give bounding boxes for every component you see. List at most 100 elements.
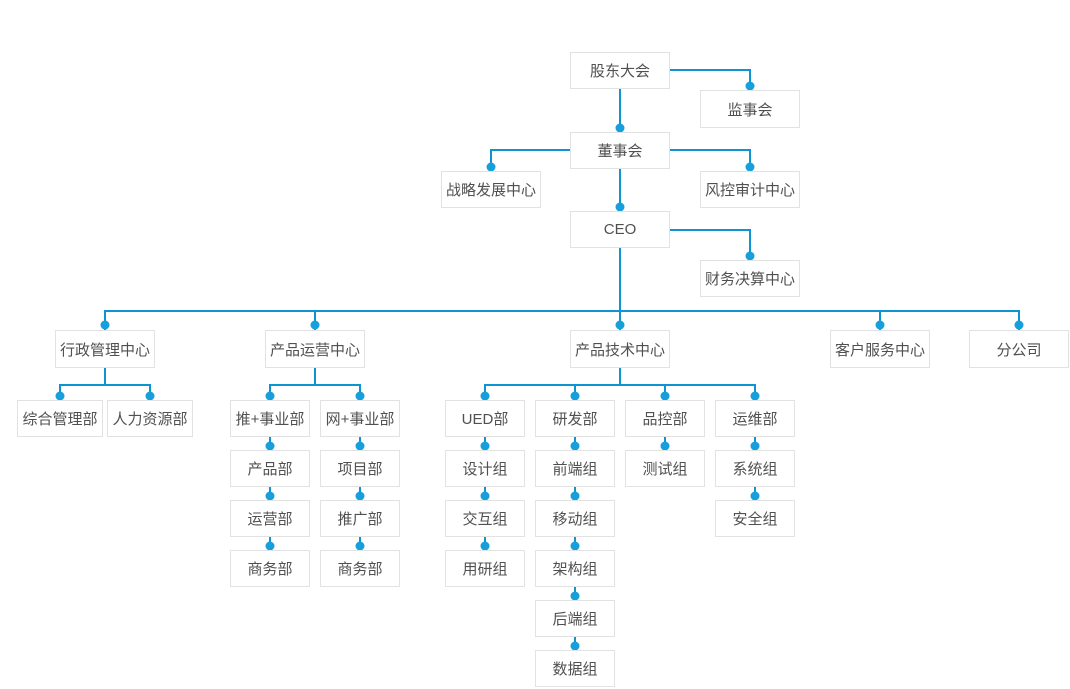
- org-node-design-group[interactable]: 设计组: [445, 450, 525, 487]
- org-node-promotion-dept[interactable]: 推广部: [320, 500, 400, 537]
- org-node-qc-dept[interactable]: 品控部: [625, 400, 705, 437]
- org-node-label: 网+事业部: [325, 411, 395, 428]
- org-node-label: 运维部: [732, 411, 778, 428]
- org-node-tech-center[interactable]: 产品技术中心: [570, 330, 670, 368]
- org-connector-dot: [615, 202, 625, 212]
- org-connector-dot: [750, 491, 760, 501]
- org-node-ceo[interactable]: CEO: [570, 211, 670, 248]
- org-node-risk-audit[interactable]: 风控审计中心: [700, 171, 800, 208]
- org-node-branch[interactable]: 分公司: [969, 330, 1069, 368]
- org-node-label: 用研组: [462, 561, 508, 578]
- org-node-shareholders[interactable]: 股东大会: [570, 52, 670, 89]
- org-node-product-dept[interactable]: 产品部: [230, 450, 310, 487]
- org-node-label: 商务部: [337, 561, 383, 578]
- org-connector-dot: [486, 162, 496, 172]
- org-connector-line: [670, 69, 751, 90]
- org-node-label: 财务决算中心: [704, 271, 795, 288]
- org-node-testing-group[interactable]: 测试组: [625, 450, 705, 487]
- org-node-label: 系统组: [732, 461, 778, 478]
- org-node-label: 后端组: [552, 611, 598, 628]
- org-node-project-dept[interactable]: 项目部: [320, 450, 400, 487]
- org-connector-dot: [745, 251, 755, 261]
- org-node-supervisory[interactable]: 监事会: [700, 90, 800, 128]
- org-connector-dot: [750, 441, 760, 451]
- org-node-label: 研发部: [552, 411, 598, 428]
- org-connector-dot: [310, 320, 320, 330]
- org-node-wang-division[interactable]: 网+事业部: [320, 400, 400, 437]
- org-node-board[interactable]: 董事会: [570, 132, 670, 169]
- org-node-label: 产品技术中心: [574, 341, 665, 359]
- org-connector-dot: [265, 441, 275, 451]
- org-connector-line: [620, 310, 1020, 330]
- org-node-mobile-group[interactable]: 移动组: [535, 500, 615, 537]
- org-node-label: 推+事业部: [235, 411, 305, 428]
- org-node-arch-group[interactable]: 架构组: [535, 550, 615, 587]
- org-node-label: 测试组: [642, 461, 688, 478]
- org-node-ued-dept[interactable]: UED部: [445, 400, 525, 437]
- org-node-service-center[interactable]: 客户服务中心: [830, 330, 930, 368]
- org-node-system-group[interactable]: 系统组: [715, 450, 795, 487]
- org-connector-dot: [570, 391, 580, 401]
- org-node-general-mgmt[interactable]: 综合管理部: [17, 400, 103, 437]
- org-node-business-dept-1[interactable]: 商务部: [230, 550, 310, 587]
- org-node-label: 架构组: [552, 561, 598, 578]
- org-node-label: 董事会: [597, 143, 643, 160]
- org-connector-dot: [660, 391, 670, 401]
- org-node-label: 前端组: [552, 461, 598, 478]
- org-node-om-dept[interactable]: 运维部: [715, 400, 795, 437]
- org-node-label: 股东大会: [589, 63, 650, 80]
- org-connector-dot: [745, 81, 755, 91]
- org-node-finance[interactable]: 财务决算中心: [700, 260, 800, 297]
- org-node-label: 商务部: [247, 561, 293, 578]
- org-node-label: 数据组: [552, 661, 598, 678]
- org-connector-dot: [660, 441, 670, 451]
- org-node-label: 风控审计中心: [704, 182, 795, 199]
- org-node-label: 行政管理中心: [59, 341, 150, 359]
- org-node-frontend-group[interactable]: 前端组: [535, 450, 615, 487]
- org-connector-dot: [615, 123, 625, 133]
- org-node-label: 安全组: [732, 511, 778, 528]
- org-connector-dot: [100, 320, 110, 330]
- org-node-admin-center[interactable]: 行政管理中心: [55, 330, 155, 368]
- org-node-label: 移动组: [552, 511, 598, 528]
- org-node-label: 产品运营中心: [269, 341, 360, 359]
- org-connector-line: [620, 384, 756, 400]
- org-connector-dot: [570, 641, 580, 651]
- org-node-security-group[interactable]: 安全组: [715, 500, 795, 537]
- org-connector-dot: [480, 541, 490, 551]
- org-node-label: 客户服务中心: [834, 341, 925, 359]
- org-connector-dot: [570, 541, 580, 551]
- org-node-label: 交互组: [462, 511, 508, 528]
- org-connector-dot: [480, 391, 490, 401]
- org-node-hr[interactable]: 人力资源部: [107, 400, 193, 437]
- org-node-data-group[interactable]: 数据组: [535, 650, 615, 687]
- org-connector-dot: [480, 491, 490, 501]
- org-node-tui-division[interactable]: 推+事业部: [230, 400, 310, 437]
- org-node-research-group[interactable]: 用研组: [445, 550, 525, 587]
- org-connector-dot: [570, 491, 580, 501]
- org-node-ops-center[interactable]: 产品运营中心: [265, 330, 365, 368]
- org-node-strategy[interactable]: 战略发展中心: [441, 171, 541, 208]
- org-node-business-dept-2[interactable]: 商务部: [320, 550, 400, 587]
- org-node-label: 产品部: [247, 461, 293, 478]
- org-node-rd-dept[interactable]: 研发部: [535, 400, 615, 437]
- org-node-label: 项目部: [337, 461, 383, 478]
- org-node-label: 战略发展中心: [445, 182, 536, 199]
- org-node-label: CEO: [603, 221, 637, 238]
- org-connector-dot: [55, 391, 65, 401]
- org-node-label: 综合管理部: [22, 411, 98, 428]
- org-connector-dot: [265, 391, 275, 401]
- org-connector-line: [490, 149, 570, 171]
- org-node-label: 设计组: [462, 461, 508, 478]
- org-connector-dot: [355, 541, 365, 551]
- org-connector-dot: [750, 391, 760, 401]
- org-connector-dot: [355, 491, 365, 501]
- org-connector-dot: [1014, 320, 1024, 330]
- org-node-operation-dept[interactable]: 运营部: [230, 500, 310, 537]
- org-connector-line: [105, 384, 151, 400]
- org-connector-dot: [875, 320, 885, 330]
- org-connector-line: [574, 384, 620, 400]
- org-node-interaction-group[interactable]: 交互组: [445, 500, 525, 537]
- org-connector-line: [670, 229, 751, 260]
- org-node-backend-group[interactable]: 后端组: [535, 600, 615, 637]
